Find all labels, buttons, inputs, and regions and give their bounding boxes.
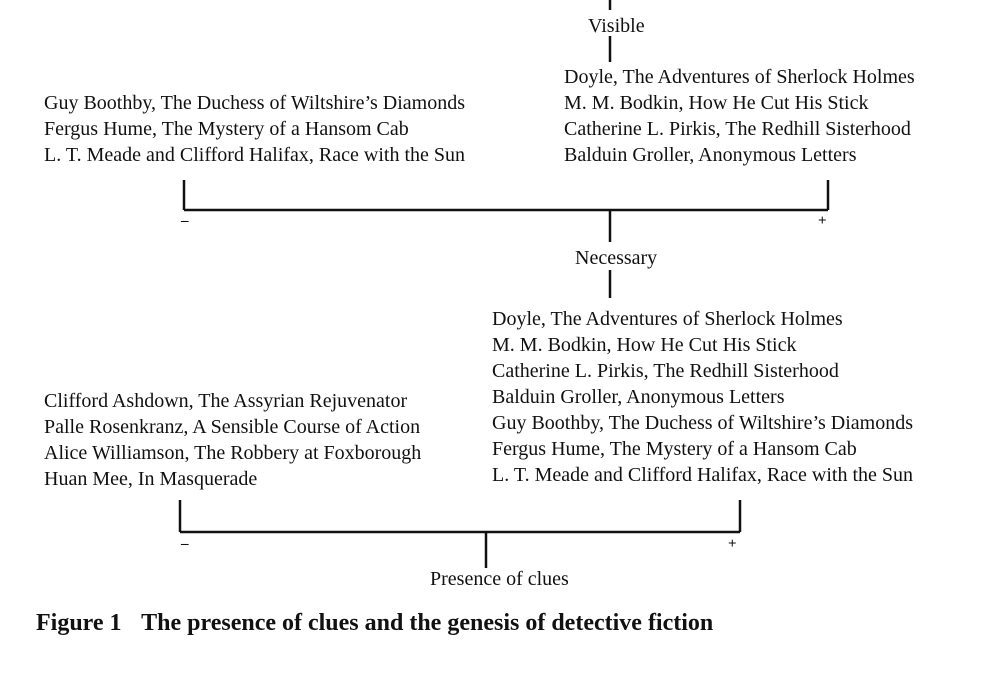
- upper-plus-sign: +: [818, 213, 827, 229]
- work-entry: Balduin Groller, Anonymous Letters: [492, 386, 785, 408]
- visible-minus-works-list: Guy Boothby, The Duchess of Wiltshire’s …: [44, 90, 465, 168]
- visible-label: Visible: [588, 15, 645, 37]
- work-entry: M. M. Bodkin, How He Cut His Stick: [564, 92, 869, 114]
- work-entry: Catherine L. Pirkis, The Redhill Sisterh…: [492, 360, 839, 382]
- figure-caption: Figure 1 The presence of clues and the g…: [36, 610, 713, 637]
- work-entry: Alice Williamson, The Robbery at Foxboro…: [44, 442, 422, 464]
- necessary-plus-works-list: Doyle, The Adventures of Sherlock Holmes…: [492, 306, 913, 488]
- work-entry: M. M. Bodkin, How He Cut His Stick: [492, 334, 797, 356]
- lower-minus-sign: –: [181, 536, 189, 552]
- work-entry: Fergus Hume, The Mystery of a Hansom Cab: [44, 118, 409, 140]
- upper-minus-sign: –: [181, 213, 189, 229]
- work-entry: Clifford Ashdown, The Assyrian Rejuvenat…: [44, 390, 408, 412]
- visible-plus-works-list: Doyle, The Adventures of Sherlock Holmes…: [564, 64, 915, 168]
- work-entry: Guy Boothby, The Duchess of Wiltshire’s …: [44, 92, 466, 114]
- presence-of-clues-label: Presence of clues: [430, 568, 569, 590]
- work-entry: Guy Boothby, The Duchess of Wiltshire’s …: [492, 412, 914, 434]
- necessary-minus-works-list: Clifford Ashdown, The Assyrian Rejuvenat…: [44, 388, 421, 492]
- necessary-label: Necessary: [575, 247, 658, 269]
- figure-number: Figure 1: [36, 610, 122, 636]
- figure-title: The presence of clues and the genesis of…: [141, 610, 714, 636]
- work-entry: Palle Rosenkranz, A Sensible Course of A…: [44, 416, 421, 438]
- work-entry: Huan Mee, In Masquerade: [44, 468, 258, 490]
- work-entry: L. T. Meade and Clifford Halifax, Race w…: [44, 144, 466, 166]
- work-entry: L. T. Meade and Clifford Halifax, Race w…: [492, 464, 914, 486]
- work-entry: Doyle, The Adventures of Sherlock Holmes: [564, 66, 915, 88]
- work-entry: Balduin Groller, Anonymous Letters: [564, 144, 857, 166]
- tree-connectors: [178, 0, 830, 568]
- work-entry: Catherine L. Pirkis, The Redhill Sisterh…: [564, 118, 911, 140]
- work-entry: Doyle, The Adventures of Sherlock Holmes: [492, 308, 843, 330]
- lower-plus-sign: +: [728, 536, 737, 552]
- work-entry: Fergus Hume, The Mystery of a Hansom Cab: [492, 438, 857, 460]
